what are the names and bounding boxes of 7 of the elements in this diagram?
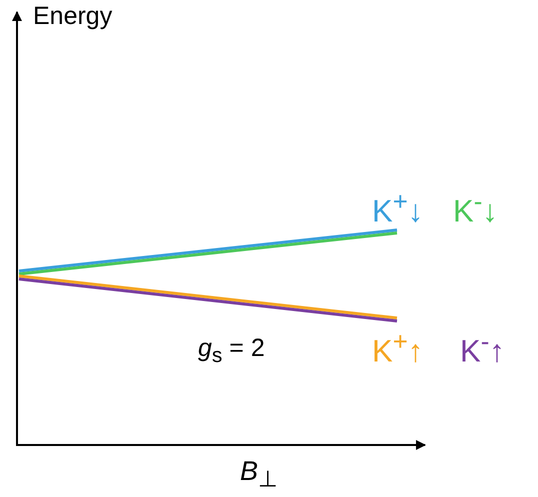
axis-label: Energy — [33, 4, 112, 29]
formula-label: g$_{s}$ = 2 — [198, 336, 265, 367]
axis-label: B$_{⊥}$ — [240, 458, 278, 491]
line-label: K$^{+}$↑ — [372, 330, 424, 366]
line-label: K$^{-}$↓ — [453, 190, 498, 226]
line-label: K$^{+}$↓ — [372, 190, 424, 226]
line-label: K$^{-}$↑ — [460, 330, 505, 366]
